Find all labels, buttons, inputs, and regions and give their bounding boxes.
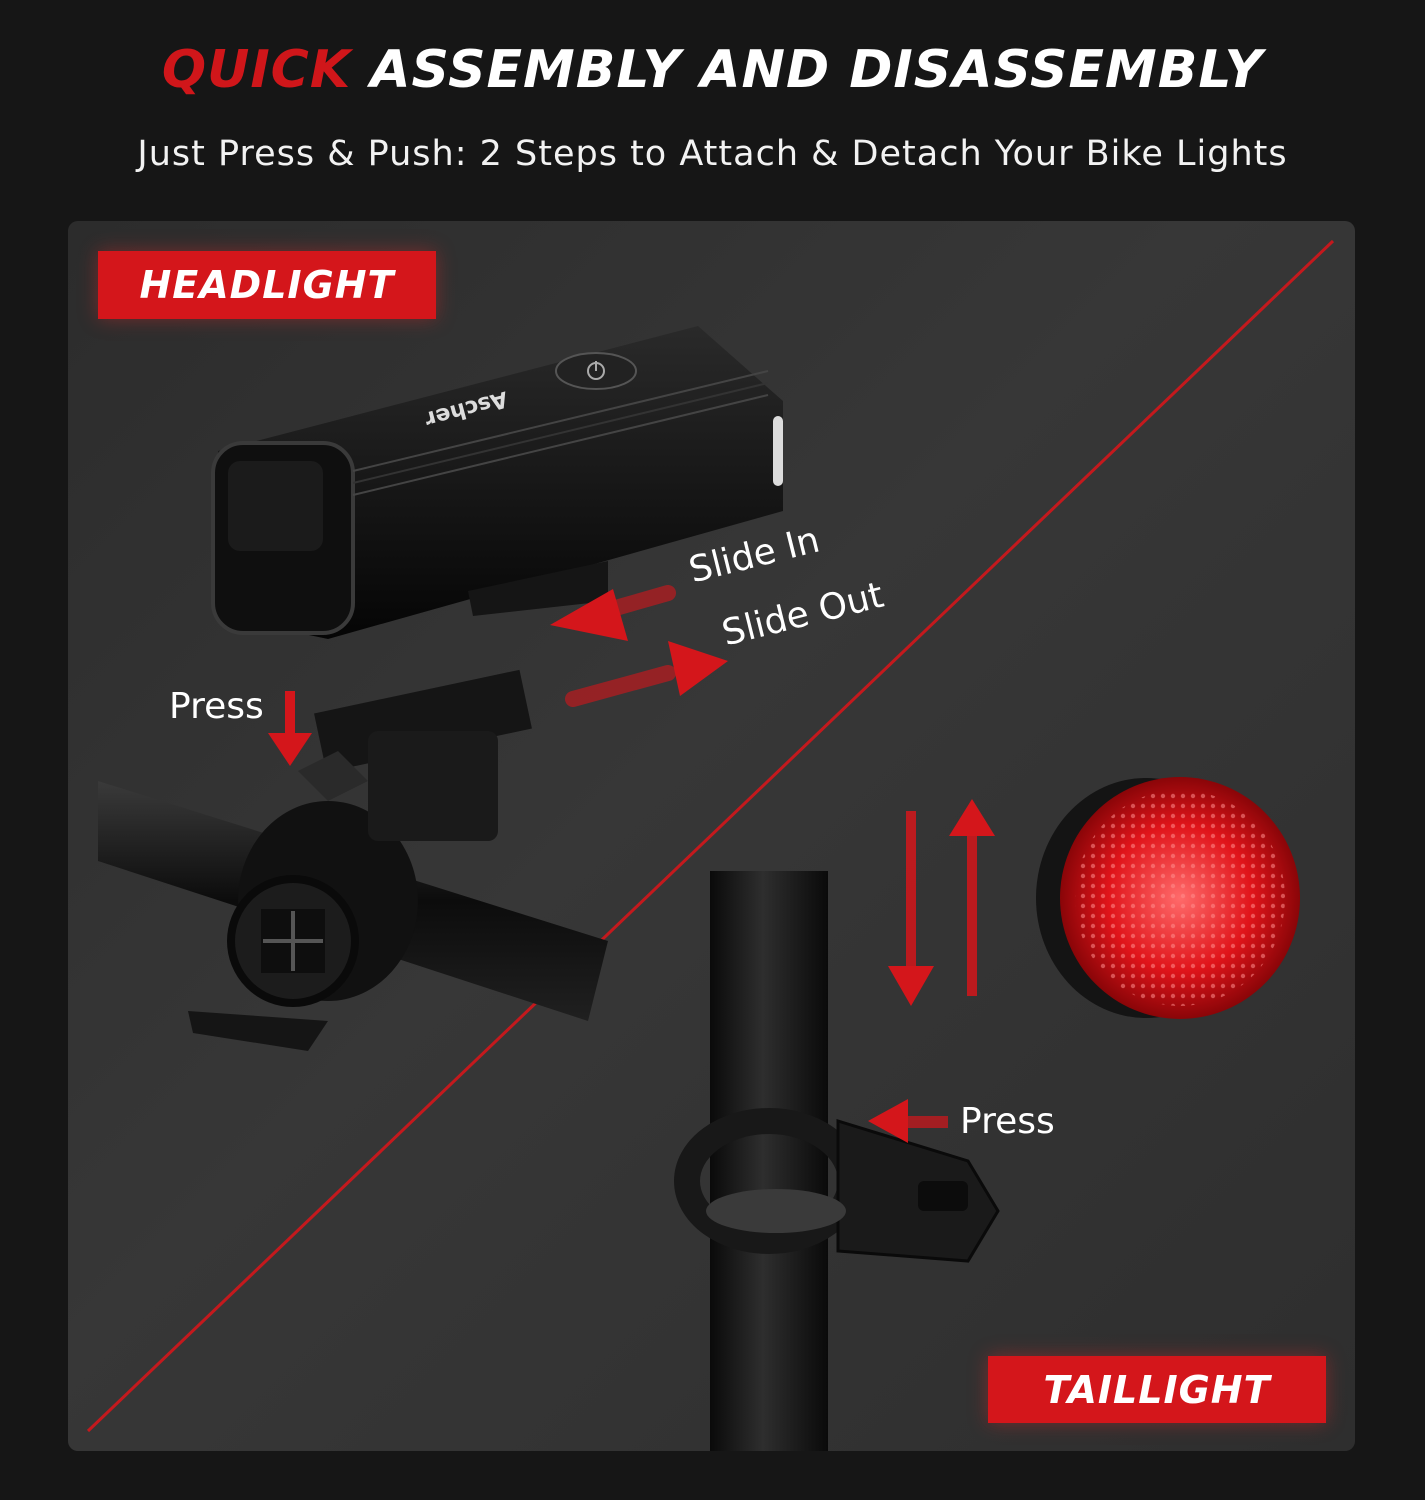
illustration: Ascher bbox=[86, 239, 1335, 1451]
title-rest: ASSEMBLY AND DISASSEMBLY bbox=[370, 40, 1264, 100]
taillight-press-label: Press bbox=[960, 1101, 1055, 1142]
arrow-down-icon bbox=[268, 691, 312, 766]
arrow-up-icon bbox=[949, 799, 995, 996]
divider-line bbox=[86, 239, 1335, 1433]
power-button-icon bbox=[587, 361, 605, 380]
arrow-left-icon bbox=[868, 1099, 948, 1143]
headlight-badge: HEADLIGHT bbox=[98, 251, 436, 319]
taillight-body bbox=[1036, 777, 1300, 1019]
arrow-down-icon bbox=[888, 811, 934, 1006]
taillight-badge: TAILLIGHT bbox=[988, 1356, 1326, 1423]
seat-post bbox=[674, 871, 1000, 1451]
headlight-press-label: Press bbox=[169, 686, 264, 727]
headlight-body: Ascher bbox=[211, 326, 783, 639]
arrow-right-icon bbox=[565, 641, 728, 707]
arrow-left-icon bbox=[550, 585, 676, 641]
page-subtitle: Just Press & Push: 2 Steps to Attach & D… bbox=[137, 134, 1288, 174]
headlight-mount bbox=[188, 669, 532, 1051]
title-accent: QUICK bbox=[161, 40, 352, 100]
product-panel: Ascher bbox=[68, 221, 1355, 1451]
page-title: QUICK ASSEMBLY AND DISASSEMBLY bbox=[0, 40, 1425, 100]
